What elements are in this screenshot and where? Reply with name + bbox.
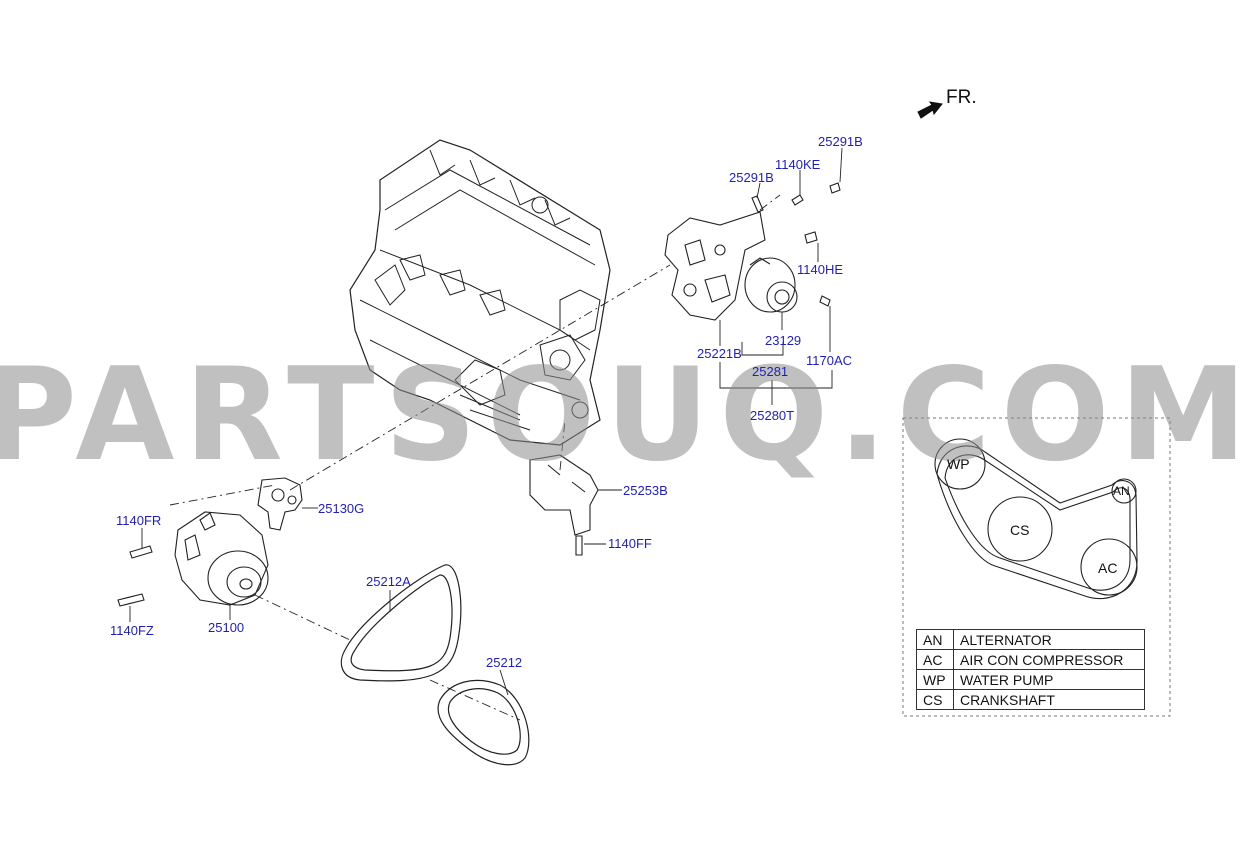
legend-row: AN ALTERNATOR: [916, 629, 1145, 650]
legend-code: CS: [916, 689, 954, 710]
callout-25281[interactable]: 25281: [752, 364, 789, 379]
engine-block-drawing: [349, 139, 611, 446]
callout-25212[interactable]: 25212: [486, 655, 523, 670]
callout-23129[interactable]: 23129: [765, 333, 802, 348]
callout-25212A[interactable]: 25212A: [366, 574, 411, 589]
callout-25253B[interactable]: 25253B: [623, 483, 668, 498]
support-bracket-drawing: [529, 454, 599, 536]
legend-code: WP: [916, 669, 954, 690]
callout-25130G[interactable]: 25130G: [318, 501, 365, 516]
gasket-drawing: [257, 477, 303, 531]
front-arrow-icon: [917, 101, 943, 119]
legend-code: AC: [916, 649, 954, 670]
pulley-label-wp: WP: [947, 456, 970, 472]
legend-row: WP WATER PUMP: [916, 669, 1145, 690]
callout-1140FZ[interactable]: 1140FZ: [110, 623, 154, 638]
legend-description: AIR CON COMPRESSOR: [953, 649, 1145, 670]
legend-row: CS CRANKSHAFT: [916, 689, 1145, 710]
callout-1140FF[interactable]: 1140FF: [608, 536, 652, 551]
alternator-bracket-drawing: [664, 211, 766, 321]
tensioner-drawing: [744, 257, 798, 313]
callout-1170AC[interactable]: 1170AC: [806, 353, 853, 368]
legend-row: AC AIR CON COMPRESSOR: [916, 649, 1145, 670]
callout-25221B[interactable]: 25221B: [697, 346, 742, 361]
belt-25212-drawing: [437, 679, 530, 766]
legend-description: CRANKSHAFT: [953, 689, 1145, 710]
legend-code: AN: [916, 629, 954, 650]
bolts-drawing: [117, 182, 841, 607]
callout-25100[interactable]: 25100: [208, 620, 245, 635]
pulley-label-ac: AC: [1098, 560, 1118, 576]
callout-1140HE[interactable]: 1140HE: [797, 262, 844, 277]
belt-legend-table: AN ALTERNATOR AC AIR CON COMPRESSOR WP W…: [916, 629, 1145, 710]
legend-description: WATER PUMP: [953, 669, 1145, 690]
callout-1140FR[interactable]: 1140FR: [116, 513, 162, 528]
belt-routing-drawing: [934, 438, 1138, 600]
pulley-label-cs: CS: [1010, 522, 1030, 538]
callout-25291B-mid[interactable]: 25291B: [729, 170, 774, 185]
callout-25280T[interactable]: 25280T: [750, 408, 795, 423]
belt-25212A-drawing: [340, 564, 462, 682]
legend-description: ALTERNATOR: [953, 629, 1145, 650]
callout-1140KE[interactable]: 1140KE: [775, 157, 821, 172]
orientation-label: FR.: [946, 87, 977, 108]
callout-25291B-top[interactable]: 25291B: [818, 134, 863, 149]
pulley-label-an: AN: [1113, 484, 1130, 498]
water-pump-drawing: [174, 511, 269, 606]
